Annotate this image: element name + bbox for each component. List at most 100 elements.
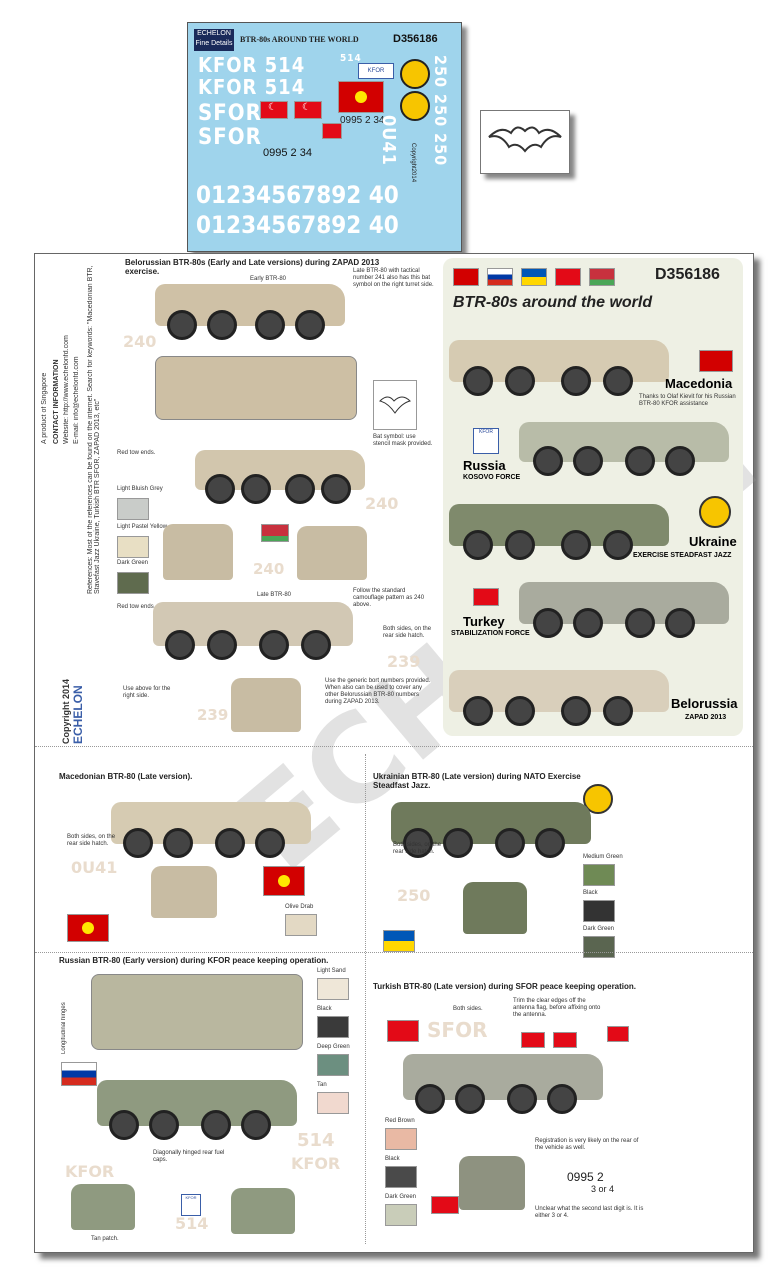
divider: [35, 952, 753, 953]
btr80-front-view: [163, 524, 233, 580]
bort-239: 239: [387, 652, 421, 671]
sfor-decal-1: SFOR: [198, 101, 262, 126]
btr80-side-2: [195, 450, 365, 504]
rus-kfor: KFOR: [291, 1154, 341, 1173]
country-name: Macedonia: [665, 376, 733, 391]
macedonia-flag: [263, 866, 305, 896]
macedonia-flag: [67, 914, 109, 942]
color-swatch: [385, 1166, 417, 1188]
turkey-flag-decal: ☾: [294, 101, 322, 119]
belarus-flag: [589, 268, 615, 286]
country-name: Russia: [463, 458, 506, 473]
btr80-belorussia: [449, 670, 669, 726]
russia-flag: [487, 268, 513, 286]
tur-registration: 0995 2: [567, 1170, 604, 1184]
color-label: Deep Green: [317, 1044, 350, 1050]
btr80-front-view: [71, 1184, 135, 1230]
use-above-note: Use above for the right side.: [123, 686, 171, 699]
color-label: Light Bluish Grey: [117, 486, 163, 492]
color-label: Red Brown: [385, 1118, 415, 1124]
turkey-flag: [431, 1196, 459, 1214]
color-label: Light Pastel Yellow: [117, 524, 168, 530]
country-name: Belorussia: [671, 696, 738, 711]
btr80-turkish-side: [403, 1054, 603, 1114]
color-label: Dark Green: [117, 560, 149, 566]
overview-panel: D356186 BTR-80s around the world Macedon…: [443, 258, 743, 736]
bat-symbol-box: [373, 380, 417, 430]
red-tow-note: Red tow ends.: [117, 450, 156, 456]
color-swatch: [285, 914, 317, 936]
divider: [35, 746, 753, 747]
country-name: Ukraine: [689, 534, 737, 549]
tur-both-sides: Both sides.: [453, 1006, 483, 1012]
color-swatch: [385, 1204, 417, 1226]
ukraine-emblem-decal: [400, 59, 430, 89]
color-label: Dark Green: [385, 1194, 417, 1200]
digits-decal-1: 01234567892 40: [196, 181, 399, 209]
btr80-rear-view: [231, 1188, 295, 1234]
color-swatch: [583, 936, 615, 958]
macedonian-title: Macedonian BTR-80 (Late version).: [59, 772, 193, 781]
follow-note: Follow the standard camouflage pattern a…: [353, 588, 425, 608]
number-0u41-decal: 0U41: [378, 115, 399, 166]
ukr-both-sides: Both sides, on the rear side hatch.: [393, 842, 442, 855]
decal-title: BTR-80s AROUND THE WORLD: [240, 35, 359, 44]
color-label: Black: [583, 890, 598, 896]
sfor-decal-2: SFOR: [198, 125, 262, 150]
ukr-number: 250: [397, 886, 431, 905]
color-swatch: [385, 1128, 417, 1150]
bort-239: 239: [197, 706, 229, 724]
decal-code: D356186: [393, 33, 438, 45]
copyright: Copyright 2014: [61, 678, 71, 744]
btr80-macedonian-side: [111, 802, 311, 858]
turkish-title: Turkish BTR-80 (Late version) during SFO…: [373, 982, 637, 991]
russia-flag: [61, 1062, 97, 1086]
instruction-sheet: ECHELON CONTACT INFORMATION Website: htt…: [34, 253, 769, 1253]
late-label: Late BTR-80: [257, 592, 292, 598]
btr80-macedonia: [449, 340, 669, 396]
kfor-decal-2: KFOR 514: [198, 75, 306, 99]
color-label: Light Sand: [317, 968, 346, 974]
belarus-flag: [261, 524, 289, 542]
btr80-russia: [519, 422, 729, 476]
email: E-mail: info@echelonfd.com: [73, 356, 80, 444]
rus-kfor: KFOR: [65, 1162, 115, 1181]
turkey-flag: [521, 1032, 545, 1048]
btr80-turkey: [519, 582, 729, 638]
tur-reg-note: Registration is very likely on the rear …: [535, 1138, 639, 1151]
country-sub: EXERCISE STEADFAST JAZZ: [633, 552, 732, 559]
color-swatch: [583, 864, 615, 886]
country-sub: STABILIZATION FORCE: [451, 630, 530, 637]
turkey-flag: [553, 1032, 577, 1048]
bat-icon: [488, 126, 562, 153]
turkey-flag: [555, 268, 581, 286]
color-label: Tan: [317, 1082, 327, 1088]
sheet-code: D356186: [655, 266, 720, 283]
turkey-flag: [607, 1026, 629, 1042]
btr80-ukrainian-side: [391, 802, 591, 858]
bat-stencil-box: [480, 110, 570, 174]
contact-title: CONTACT INFORMATION: [53, 359, 60, 444]
btr80-ukraine: [449, 504, 669, 560]
bort-240: 240: [253, 560, 285, 578]
website: Website: http://www.echelonfd.com: [63, 335, 70, 444]
both-sides-note: Both sides, on the rear side hatch.: [383, 626, 432, 639]
bort-240: 240: [123, 332, 157, 351]
color-swatch: [317, 978, 349, 1000]
kfor-shield-decal: KFOR: [358, 63, 394, 79]
macedonia-flag-decal: [338, 81, 384, 113]
btr80-top-view: [155, 356, 357, 420]
color-label: Black: [385, 1156, 400, 1162]
number-250-decal: 250 250 250: [431, 55, 450, 167]
turkey-flag: [387, 1020, 419, 1042]
number-514-decal: 514: [340, 53, 362, 64]
registration-decal-2: 0995 2 34: [263, 147, 312, 159]
generic-note: Use the generic bort numbers provided. W…: [325, 678, 431, 705]
btr80-rear-view: [297, 526, 367, 580]
echelon-logo: ECHELON: [71, 685, 85, 744]
bat-note: Bat symbol: use stencil mask provided.: [373, 434, 433, 447]
longitudinal-note: Longitudinal hinges: [61, 1002, 67, 1054]
turkey-flag-decal: [322, 123, 342, 139]
